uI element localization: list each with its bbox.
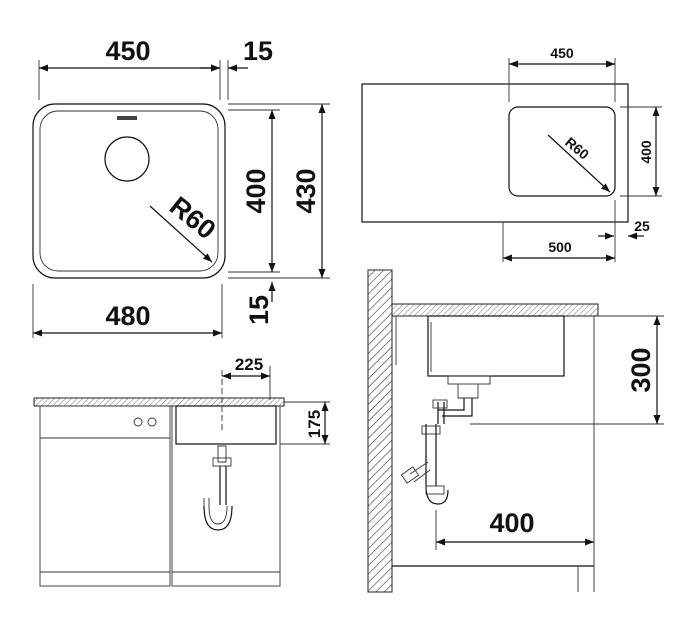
cutout-outline bbox=[508, 106, 616, 197]
sink-inner-bowl bbox=[39, 110, 219, 272]
sink-plan-view: 450 15 400 430 15 R60 480 bbox=[32, 36, 330, 338]
wall-section bbox=[367, 269, 393, 593]
dim-label-400: 400 bbox=[241, 168, 271, 213]
dim-label-430: 430 bbox=[291, 168, 321, 213]
sink-outer-rim bbox=[32, 103, 226, 279]
countertop-outline bbox=[361, 83, 629, 223]
overflow-slot bbox=[117, 116, 137, 120]
offset-label: 25 bbox=[634, 218, 650, 234]
dim-label-15-top: 15 bbox=[243, 36, 273, 66]
dim-label-450: 450 bbox=[105, 36, 150, 66]
dim-label-15-bottom: 15 bbox=[244, 295, 274, 325]
side-section-view: 300 400 bbox=[367, 269, 664, 593]
bowl-side bbox=[427, 315, 565, 377]
dim-label-480: 480 bbox=[105, 301, 150, 331]
cabinet-width-label: 500 bbox=[548, 239, 572, 255]
bowl-depth-label: 175 bbox=[305, 410, 324, 438]
cutout-radius-label: R60 bbox=[562, 134, 592, 163]
radius-label: R60 bbox=[164, 191, 221, 245]
countertop-plan-view: 450 400 R60 500 25 bbox=[361, 45, 662, 262]
left-appliance bbox=[39, 405, 171, 587]
cutout-width-label: 450 bbox=[550, 45, 574, 61]
cabinet-front-view: 225 175 bbox=[33, 355, 330, 587]
cutout-height-label: 400 bbox=[638, 140, 654, 164]
sink-bowl-section bbox=[175, 405, 277, 445]
countertop-section bbox=[33, 397, 285, 407]
drain-hole bbox=[104, 136, 150, 182]
drain-offset-label: 225 bbox=[235, 355, 263, 374]
height-label: 300 bbox=[626, 347, 656, 392]
radius-leader bbox=[149, 205, 213, 263]
depth-label: 400 bbox=[489, 508, 534, 538]
countertop-side bbox=[391, 303, 599, 317]
